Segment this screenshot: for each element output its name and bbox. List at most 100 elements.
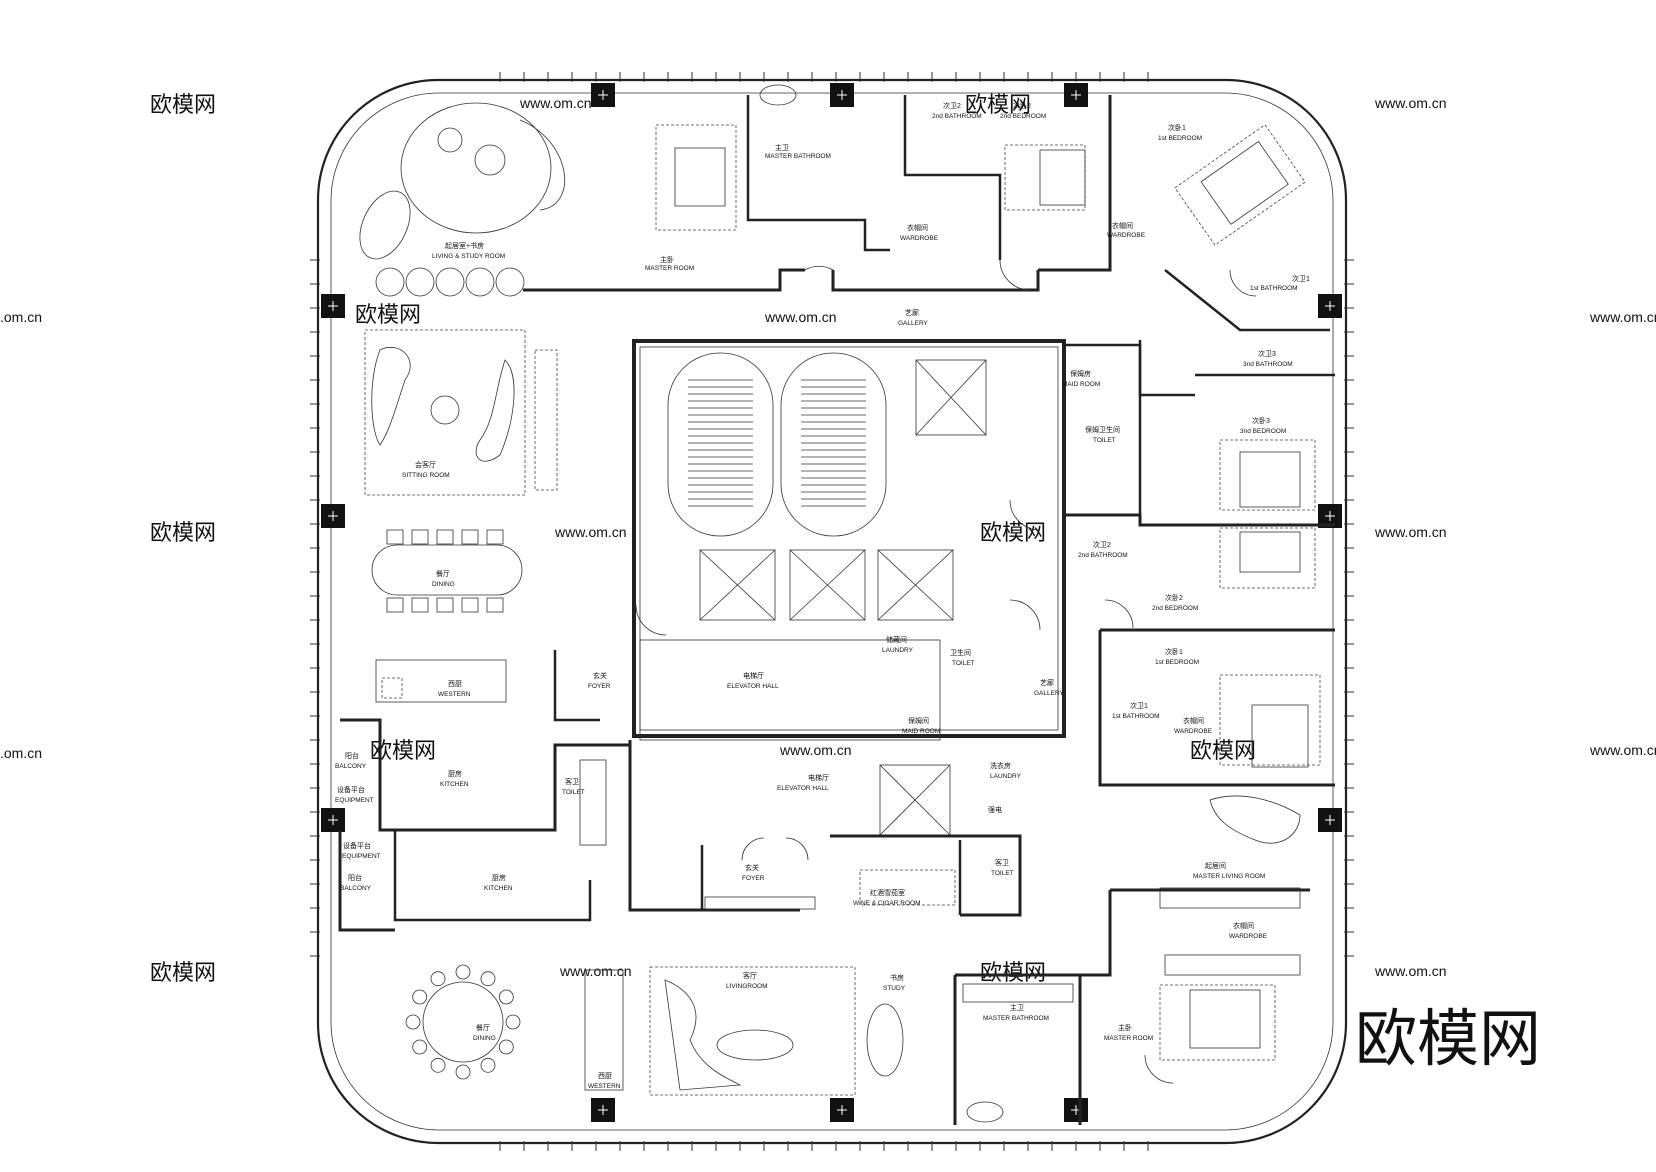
dining-chair [480,971,496,987]
watermark-url: www.om.cn [1374,524,1447,540]
window-mullions [310,72,1354,1151]
room-storage: 储藏间 LAUNDRY [882,635,914,654]
room-label-en: MASTER ROOM [1104,1035,1153,1042]
dining-chair [455,964,471,980]
room-label-en: WARDROBE [1107,232,1146,239]
room-3rd-bathroom: 次卫3 3nd BATHROOM [1243,349,1293,368]
room-label-cn: 起居室+书房 [445,241,484,250]
room-3rd-bedroom: 次卧3 3nd BEDROOM [1240,416,1286,435]
room-label-en: TOILET [952,660,975,667]
room-label-en: WARDROBE [900,235,939,242]
room-label-cn: 次卧2 [1013,101,1031,110]
watermark-text: 欧模网 [980,960,1046,985]
room-label-en: TOILET [1093,437,1116,444]
room-wardrobe-top: 衣帽间 WARDROBE [900,223,939,242]
room-label-en: WINE & CIGAR ROOM [853,900,921,907]
room-label-en: ELEVATOR HALL [727,683,779,690]
watermark-text: 欧模网 [150,520,216,545]
room-label-en: WARDROBE [1229,933,1268,940]
dining-chair [412,1039,428,1055]
room-labels-mid: 会客厅 SITTING ROOM 餐厅 DINING 西厨 WESTERN 玄关… [402,460,1213,735]
room-label-en: EQUIPMENT [335,797,374,804]
dining-chair [498,989,514,1005]
watermark-url: www.om.cn [779,742,852,758]
room-wine-cigar: 红酒雪茄室 WINE & CIGAR ROOM [853,888,921,907]
room-label-cn: 保姆间 [908,716,929,725]
dining-chair [455,1064,471,1080]
room-label-en: BALCONY [340,885,372,892]
watermark-url: .om.cn [0,745,42,761]
dining-chair [405,1014,421,1030]
column [830,1098,854,1122]
room-master-room-south: 主卧 MASTER ROOM [1104,1023,1153,1042]
room-label-cn: 客卫 [565,777,579,786]
room-label-cn: 厨房 [448,769,462,778]
room-dining-west: 餐厅 DINING [432,569,455,588]
room-label-cn: 主卫 [775,143,789,152]
room-label-cn: 厨房 [492,873,506,882]
room-western-west: 西厨 WESTERN [438,680,471,698]
room-label-cn: 次卫1 [1292,274,1310,283]
room-label-en: 2nd BATHROOM [932,113,982,120]
room-label-en: LAUNDRY [990,773,1022,780]
dining-chair [411,597,429,613]
room-label-cn: 电梯厅 [808,773,829,782]
room-label-cn: 餐厅 [476,1023,490,1032]
room-guest-toilet-1: 客卫 TOILET [562,777,585,796]
dining-chair [461,597,479,613]
column [1318,294,1342,318]
dining-chair [411,529,429,545]
furniture [359,84,1321,1123]
room-1st-bedroom-east: 次卧1 1st BEDROOM [1155,647,1199,666]
room-label-cn: 次卧1 [1165,647,1183,656]
room-label-en: GALLERY [1034,690,1065,697]
room-foyer-west: 玄关 FOYER [588,671,611,690]
room-label-cn: 设备平台 [343,841,371,850]
watermark-text: 欧模网 [980,520,1046,545]
room-master-bathroom-top: 主卫 MASTER BATHROOM [765,143,831,160]
room-label-cn: 次卫2 [943,101,961,110]
room-label-en: DINING [473,1035,496,1042]
round-table [375,267,405,297]
dining-chair [436,529,454,545]
room-2nd-bedroom-top: 次卧2 2nd BEDROOM [1000,101,1046,120]
room-label-en: KITCHEN [440,781,469,788]
room-label-en: GALLERY [898,320,929,327]
dining-chair [480,1057,496,1073]
room-label-en: WARDROBE [1174,728,1213,735]
watermarks: 欧模网 www.om.cn 欧模网 www.om.cn .om.cn 欧模网 w… [0,92,1656,985]
dining-chair [486,597,504,613]
room-maid-room-mid: 保姆间 MAID ROOM [902,716,940,735]
watermark-text: 欧模网 [150,960,216,985]
room-label-en: MAID ROOM [902,728,940,735]
room-label-en: 3nd BEDROOM [1240,428,1286,435]
column [1064,1098,1088,1122]
room-label-en: 1st BATHROOM [1250,285,1298,292]
room-wardrobe-ne: 衣帽间 WARDROBE [1107,221,1146,239]
room-label-en: 2nd BEDROOM [1000,113,1046,120]
room-label-en: SITTING ROOM [402,472,450,479]
room-label-cn: 衣帽间 [1233,921,1254,930]
room-label-cn: 衣帽间 [1112,221,1133,230]
watermark-url: www.om.cn [1589,309,1656,325]
watermark-url: www.om.cn [559,963,632,979]
room-label-cn: 艺廊 [905,308,919,317]
room-master-living: 起居间 MASTER LIVING ROOM [1193,862,1265,880]
column [591,1098,615,1122]
room-label-en: WESTERN [588,1083,621,1090]
room-label-cn: 艺廊 [1040,678,1054,687]
brand-logo-text: 欧模网 [1355,1005,1541,1074]
watermark-url: www.om.cn [554,524,627,540]
dining-chair [461,529,479,545]
column [321,504,345,528]
room-label-cn: 西厨 [598,1072,612,1080]
room-balcony-2: 阳台 BALCONY [340,873,372,892]
room-label-en: 1st BATHROOM [1112,713,1160,720]
room-living-study: 起居室+书房 LIVING & STUDY ROOM [432,241,505,260]
watermark-url: www.om.cn [1589,742,1656,758]
room-label-cn: 会客厅 [415,460,436,469]
room-label-cn: 次卧2 [1165,593,1183,602]
room-label-cn: 洗衣房 [990,761,1011,770]
room-label-en: STUDY [883,985,906,992]
